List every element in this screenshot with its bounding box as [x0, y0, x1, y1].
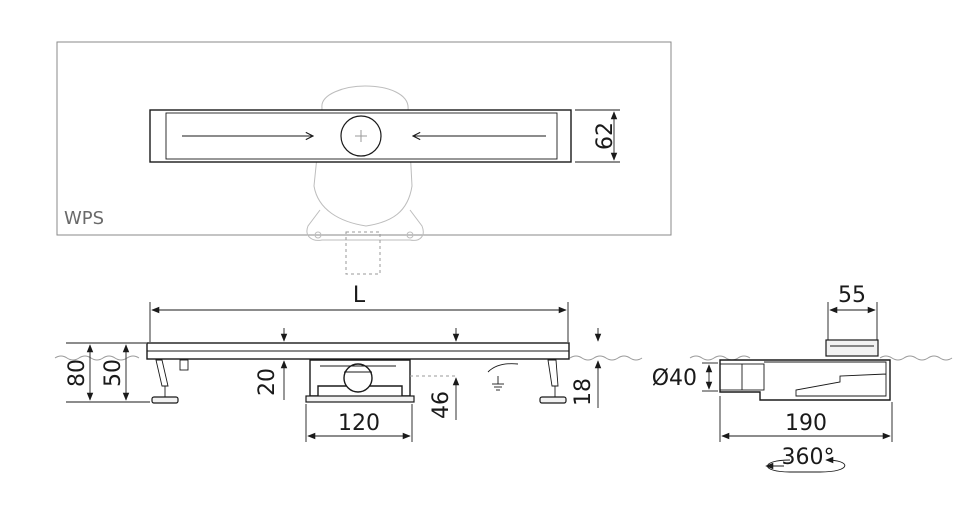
floor-line-right [569, 355, 643, 361]
top-view-frame [56, 41, 672, 236]
outlet-width-dimension-label: 120 [338, 411, 380, 436]
grate-depth-dimension-label: 20 [255, 368, 280, 396]
outlet-body [305, 359, 415, 403]
drain-channel-inner [165, 112, 558, 160]
drain-body-outline [313, 85, 413, 227]
grate-width-dimension-label: 55 [838, 283, 866, 308]
outlet-pipe [343, 363, 373, 393]
top-view: 62 WPS [56, 41, 672, 275]
adjustable-foot-left [151, 359, 189, 404]
outlet-depth-dimension-label: 46 [429, 391, 454, 419]
grate-top [825, 339, 879, 357]
outlet-diameter-dimension-label: Ø40 [652, 366, 697, 391]
length-dimension-label: L [353, 283, 366, 308]
model-label: WPS [64, 208, 104, 229]
screw-hole-right [406, 231, 414, 239]
end-view: 55 Ø40 190 360° [652, 283, 953, 473]
frame-height-dimension-label: 18 [571, 378, 596, 406]
ground-symbol [487, 363, 519, 391]
outlet-housing-inner [764, 361, 887, 397]
mounting-flange-outline [306, 209, 424, 241]
rotation-dimension-label: 360° [782, 445, 835, 470]
floor-line-end-left [689, 355, 751, 361]
overall-length-dimension-label: 190 [785, 411, 827, 436]
outlet-housing [719, 359, 891, 401]
outlet-pipe-outline [345, 231, 381, 275]
total-height-dimension-label: 80 [65, 359, 90, 387]
screw-hole-left [314, 231, 322, 239]
side-view: L [54, 283, 643, 442]
adjustable-foot-right [539, 359, 567, 404]
width-dimension-label: 62 [593, 122, 618, 150]
floor-line-end-right [879, 355, 953, 361]
body-height-dimension-label: 50 [101, 359, 126, 387]
